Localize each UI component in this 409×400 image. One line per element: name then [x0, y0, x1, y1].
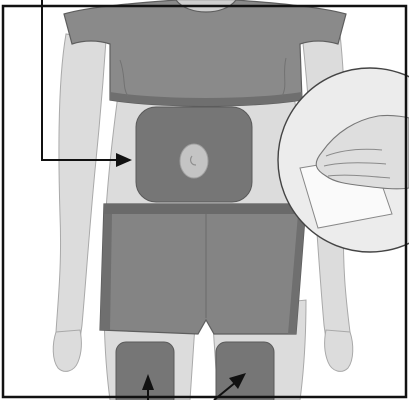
- shorts-waistband-shade: [104, 204, 306, 214]
- left-hand-shape: [53, 330, 81, 371]
- left-arm-shape: [56, 34, 106, 358]
- shorts: [100, 204, 306, 334]
- shorts-body: [100, 204, 306, 334]
- left-thigh-injection-site: [116, 342, 174, 400]
- left-arm: [53, 34, 106, 371]
- right-hand-shape: [325, 330, 353, 371]
- navel-area: [180, 144, 208, 178]
